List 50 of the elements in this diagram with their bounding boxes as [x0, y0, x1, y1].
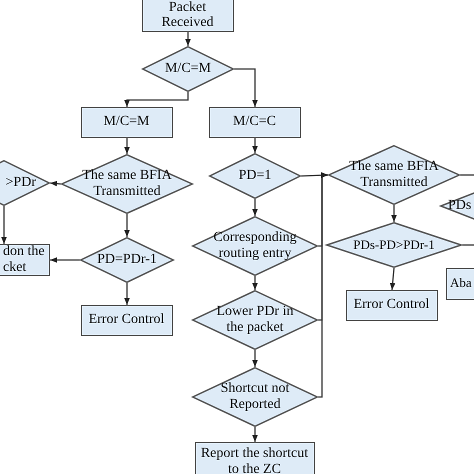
arrow [124, 138, 130, 154]
node-label: Lower PDr in the packet [216, 304, 294, 336]
node-label: Shortcut not Reported [220, 381, 290, 414]
decision-diamond [142, 46, 234, 92]
node-label: M/C=C [232, 114, 277, 130]
decision-diamond [192, 216, 318, 276]
arrow [252, 138, 258, 153]
arrow [1, 206, 7, 244]
node-label: PD=PDr-1 [96, 252, 158, 268]
decision-diamond [192, 290, 318, 350]
node-label: don the cket [3, 244, 46, 276]
arrow [185, 32, 191, 46]
node-label: Report the shortcut to the ZC [200, 446, 310, 474]
node-label: Error Control [352, 297, 430, 314]
arrow [390, 268, 396, 290]
process-box [195, 442, 315, 474]
arrow [300, 172, 328, 178]
node-label: The same BFIA Transmitted [348, 159, 440, 192]
node-label: M/C=M [164, 61, 212, 78]
node-label: >PDr [4, 175, 36, 192]
node-label: PDs [448, 198, 472, 214]
node-label: PD=1 [238, 168, 272, 184]
decision-diamond [209, 153, 301, 199]
arrow [124, 92, 189, 107]
node-label: Packet Received [160, 0, 215, 31]
arrow [50, 257, 80, 263]
decision-diamond [61, 154, 193, 214]
process-box [346, 290, 438, 321]
arrow [252, 427, 258, 442]
node-label: M/C=M [102, 114, 151, 130]
arrow [318, 172, 328, 398]
node-label: Error Control [88, 312, 166, 328]
node-label: Aba [450, 276, 473, 291]
arrow [252, 276, 258, 290]
node-label: The same BFIA Transmitted [81, 168, 173, 200]
process-box [81, 107, 173, 138]
process-box [142, 0, 234, 32]
arrow [234, 68, 258, 107]
decision-diamond [80, 237, 174, 283]
arrow [252, 350, 258, 367]
arrow [124, 283, 130, 305]
arrow [50, 180, 62, 186]
arrow [252, 199, 258, 216]
node-label: Corresponding routing entry [212, 230, 298, 262]
arrow [124, 214, 130, 237]
node-label: PDs-PD>PDr-1 [352, 238, 436, 253]
decision-diamond [192, 367, 318, 427]
arrow [391, 205, 397, 222]
process-box [209, 107, 301, 138]
process-box [81, 305, 173, 336]
